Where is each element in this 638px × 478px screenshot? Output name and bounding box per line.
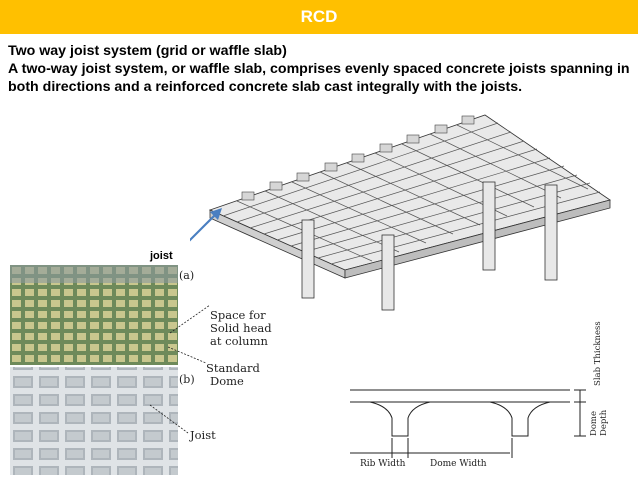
waffle-photo-figure: (a) (b) Space for Solid head at column S… [10,265,272,475]
callout-solid-head-1: Space for [210,308,266,322]
column [482,181,496,271]
header-bar: RCD [0,0,638,34]
waffle-slab-3d-figure [190,114,611,311]
photo-b [10,367,178,475]
dome-depth-label-2: Depth [599,409,609,436]
rib-width-label: Rib Width [360,459,406,469]
joist-arrow-head [210,208,222,220]
callout-solid-head-3: at column [210,334,268,348]
callout-solid-head-2: Solid head [210,321,272,335]
slab-right-edge [344,199,611,279]
callout-dome-2: Dome [210,374,244,388]
joist-arrow [190,211,219,242]
slide-body: A two-way joist system, or waffle slab, … [8,61,630,95]
text-block: Two way joist system (grid or waffle sla… [8,42,630,96]
slide-heading: Two way joist system (grid or waffle sla… [8,43,287,59]
slide-title: RCD [300,7,338,26]
waffle-section-figure: Rib Width Dome Width Slab Thickness Dome… [350,321,609,469]
callout-joist: Joist [189,428,216,442]
column [544,184,558,281]
column [381,234,395,311]
dome-depth-label-1: Dome [589,411,599,436]
label-a: (a) [179,269,194,282]
dome-bumps [241,115,475,201]
callout-dome-1: Standard [206,361,260,375]
joist-label: joist [150,250,173,262]
column [301,219,315,299]
slab-thickness-label: Slab Thickness [593,321,603,386]
columns [301,181,558,311]
label-b: (b) [179,373,195,386]
dome-width-label: Dome Width [430,459,487,469]
